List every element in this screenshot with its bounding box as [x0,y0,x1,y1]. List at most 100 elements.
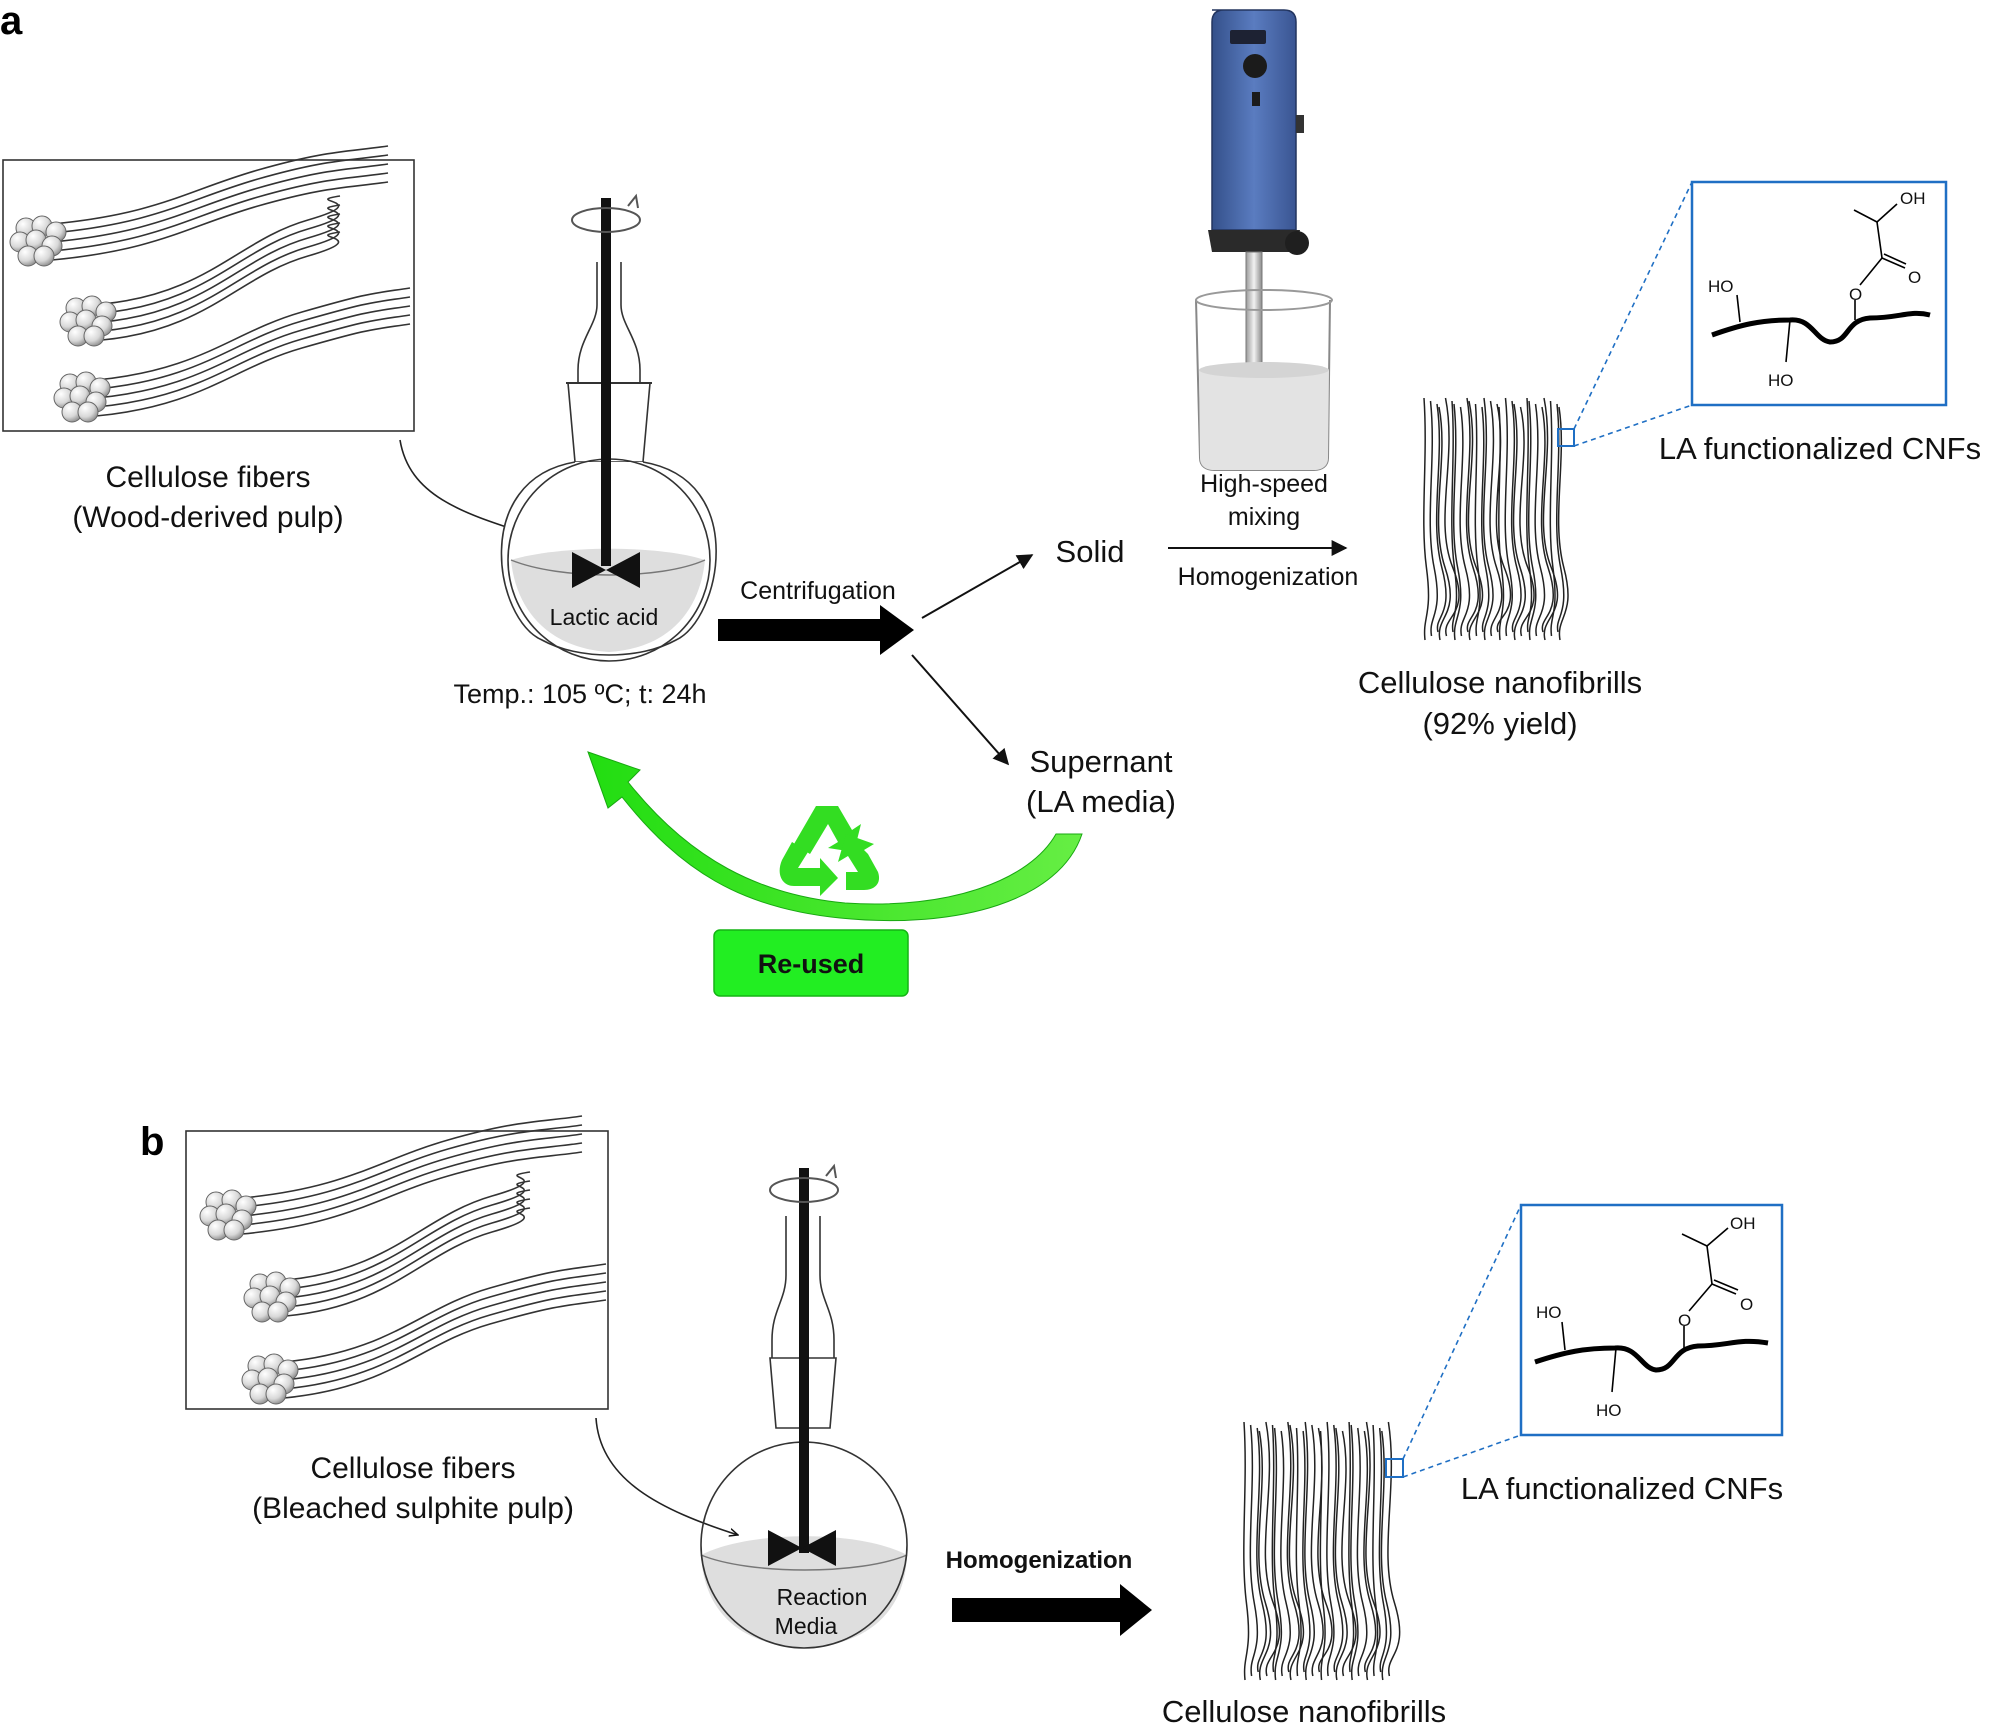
fiber-strand [285,1198,531,1308]
fiber-strand [51,145,389,225]
nanofibril-strand [1319,1430,1326,1681]
fibers-title-a: Cellulose fibers [105,461,310,494]
zoom-box-a [1690,180,1948,407]
homogenization-label-b: Homogenization [946,1547,1133,1574]
supernant-label-line2: (LA media) [1026,784,1176,819]
solid-label: Solid [1056,534,1125,569]
fiber-strand [285,1171,531,1281]
conditions-a: Temp.: 105 ºC; t: 24h [454,679,707,709]
nanofibril-strand [1378,1427,1388,1673]
homogenization-arrow-b [952,1584,1152,1636]
panel-b-label: b [140,1120,164,1164]
nanofibril-strand [1288,1424,1305,1681]
zoom-line-bottom-a [1573,404,1693,447]
chem-ho-left-a: HO [1708,277,1734,296]
nanofibril-strand [1348,1421,1355,1673]
cnf-label-b: Cellulose nanofibrills [1162,1694,1446,1729]
chem-oh-b: OH [1730,1214,1756,1233]
homogenization-label-a: Homogenization [1178,563,1359,591]
nanofibril-strand [1549,400,1556,637]
fibers-subtitle-a: (Wood-derived pulp) [72,501,343,534]
fibers-illustration-a [2,145,415,432]
flask-medium-b-line1: Reaction [777,1584,868,1610]
nanofibril-strand [1444,397,1460,637]
supernant-label-line1: Supernant [1029,744,1172,779]
nanofibril-strand [1365,1421,1381,1681]
nanofibril-strand [1435,403,1447,633]
chem-o-ester-b: O [1678,1311,1691,1330]
la-cnf-label-a: LA functionalized CNFs [1659,431,1981,466]
nanofibril-strand [1304,1421,1315,1681]
nanofibril-strand [1295,1427,1302,1677]
cnf-label-a-line1: Cellulose nanofibrills [1358,665,1642,700]
stir-bar-icon [572,552,640,588]
rotation-arrow-icon [571,193,641,233]
nanofibril-strand [1482,397,1494,641]
fibers-to-flask-arrow-b [595,1417,738,1535]
chem-ho-bottom-b: HO [1596,1401,1622,1420]
mixing-label-line2: mixing [1228,503,1300,531]
nanofibril-strand [1356,1427,1368,1677]
nanofibril-strand [1519,406,1535,637]
zoom-marker-b [1385,1458,1404,1478]
fibers-subtitle-b: (Bleached sulphite pulp) [252,1492,574,1525]
fiber-strand [241,1124,583,1208]
high-speed-mixer-icon [1195,9,1333,471]
chem-o-carbonyl-a: O [1908,268,1921,287]
nanofibrils-illustration-a [1423,397,1569,641]
nanofibril-strand [1555,403,1565,633]
centrifugation-arrow [718,605,914,655]
recycle-icon [779,806,880,896]
stir-rod-a [601,198,611,566]
nanofibril-strand [1380,1430,1392,1681]
reuse-arrow [587,751,1083,922]
fiber-strand [51,172,389,252]
fiber-sphere [223,1219,245,1241]
fiber-strand [285,1207,531,1317]
nanofibril-strand [1489,400,1503,637]
nanofibril-strand [1243,1421,1250,1681]
nanofibril-strand [1429,400,1438,637]
zoom-line-top-a [1573,181,1693,430]
nanofibril-strand [1302,1430,1311,1673]
nanofibril-strand [1480,406,1490,633]
flask-medium-b-line2: Media [775,1613,838,1639]
nanofibril-strand [1534,403,1546,637]
zoom-line-bottom-b [1402,1434,1522,1478]
nanofibril-strand [1437,406,1451,641]
fibers-title-b: Cellulose fibers [310,1452,515,1485]
fiber-strand [241,1142,583,1226]
to-supernant-arrow [911,654,1010,766]
nanofibrils-illustration-b [1243,1421,1401,1681]
nanofibril-strand [1542,397,1559,641]
nanofibril-strand [1372,1424,1379,1677]
nanofibril-strand [1280,1430,1291,1677]
fiber-strand [101,195,341,305]
fiber-sphere [83,325,105,347]
fiber-strand [101,213,341,323]
centrifugation-label: Centrifugation [740,577,896,605]
nanofibril-strand [1498,406,1505,641]
fiber-strand [283,1281,607,1381]
stir-bar-icon-b [768,1530,836,1566]
nanofibril-strand [1474,403,1481,637]
fiber-strand [283,1263,607,1363]
fiber-strand [241,1133,583,1217]
zoom-marker-a [1557,428,1575,447]
fiber-sphere [33,245,55,267]
mixing-label-line1: High-speed [1200,470,1328,498]
fiber-strand [95,296,411,390]
nanofibril-strand [1423,397,1430,641]
nanofibril-strand [1452,403,1462,641]
fiber-strand [101,231,341,341]
fiber-strand [95,287,411,381]
fiber-strand [283,1290,607,1390]
nanofibril-strand [1465,397,1479,633]
fiber-sphere [77,401,99,423]
fiber-strand [241,1151,583,1235]
chem-o-ester-a: O [1849,285,1862,304]
chem-oh-a: OH [1900,189,1926,208]
nanofibril-strand [1350,1424,1359,1681]
nanofibril-strand [1459,406,1471,637]
nanofibril-strand [1510,400,1522,633]
